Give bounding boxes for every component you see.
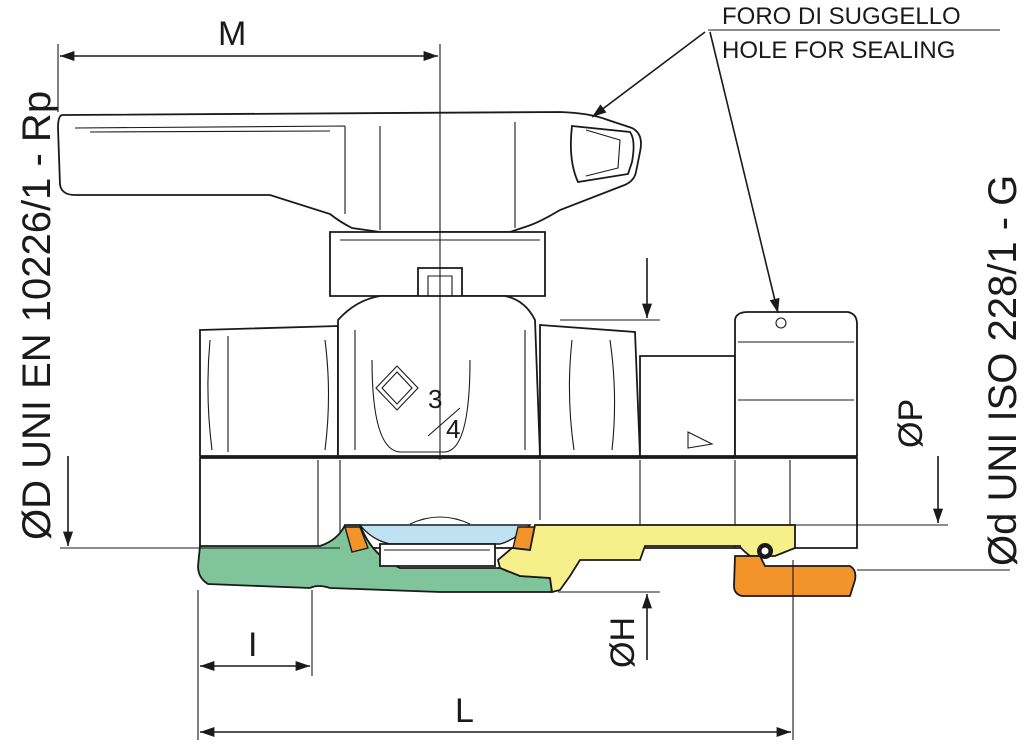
dimension-label-op: ØP bbox=[892, 399, 930, 448]
lever-handle bbox=[57, 111, 642, 297]
size-numerator: 3 bbox=[428, 384, 442, 414]
manufacturer-logo bbox=[375, 365, 419, 411]
dimension-label-l: L bbox=[455, 692, 474, 730]
valve-body bbox=[199, 295, 858, 457]
size-fraction-slash bbox=[427, 407, 461, 437]
dimension-lines bbox=[57, 29, 1010, 740]
left-seat-seal bbox=[344, 526, 369, 553]
ball-section bbox=[358, 524, 532, 545]
union-seal bbox=[733, 555, 857, 597]
size-denominator: 4 bbox=[446, 414, 460, 444]
dimension-label-m: M bbox=[218, 15, 246, 53]
seal-note-english: HOLE FOR SEALING bbox=[722, 37, 955, 64]
left-thread-spec: ØD UNI EN 10226/1 - Rp bbox=[15, 91, 59, 540]
dimension-label-i: I bbox=[248, 626, 257, 664]
right-thread-spec: Ød UNI ISO 228/1 - G bbox=[981, 175, 1024, 566]
dimension-label-oh: ØH bbox=[604, 617, 642, 668]
seal-note-italian: FORO DI SUGGELLO bbox=[722, 3, 961, 30]
section-view bbox=[197, 456, 858, 597]
